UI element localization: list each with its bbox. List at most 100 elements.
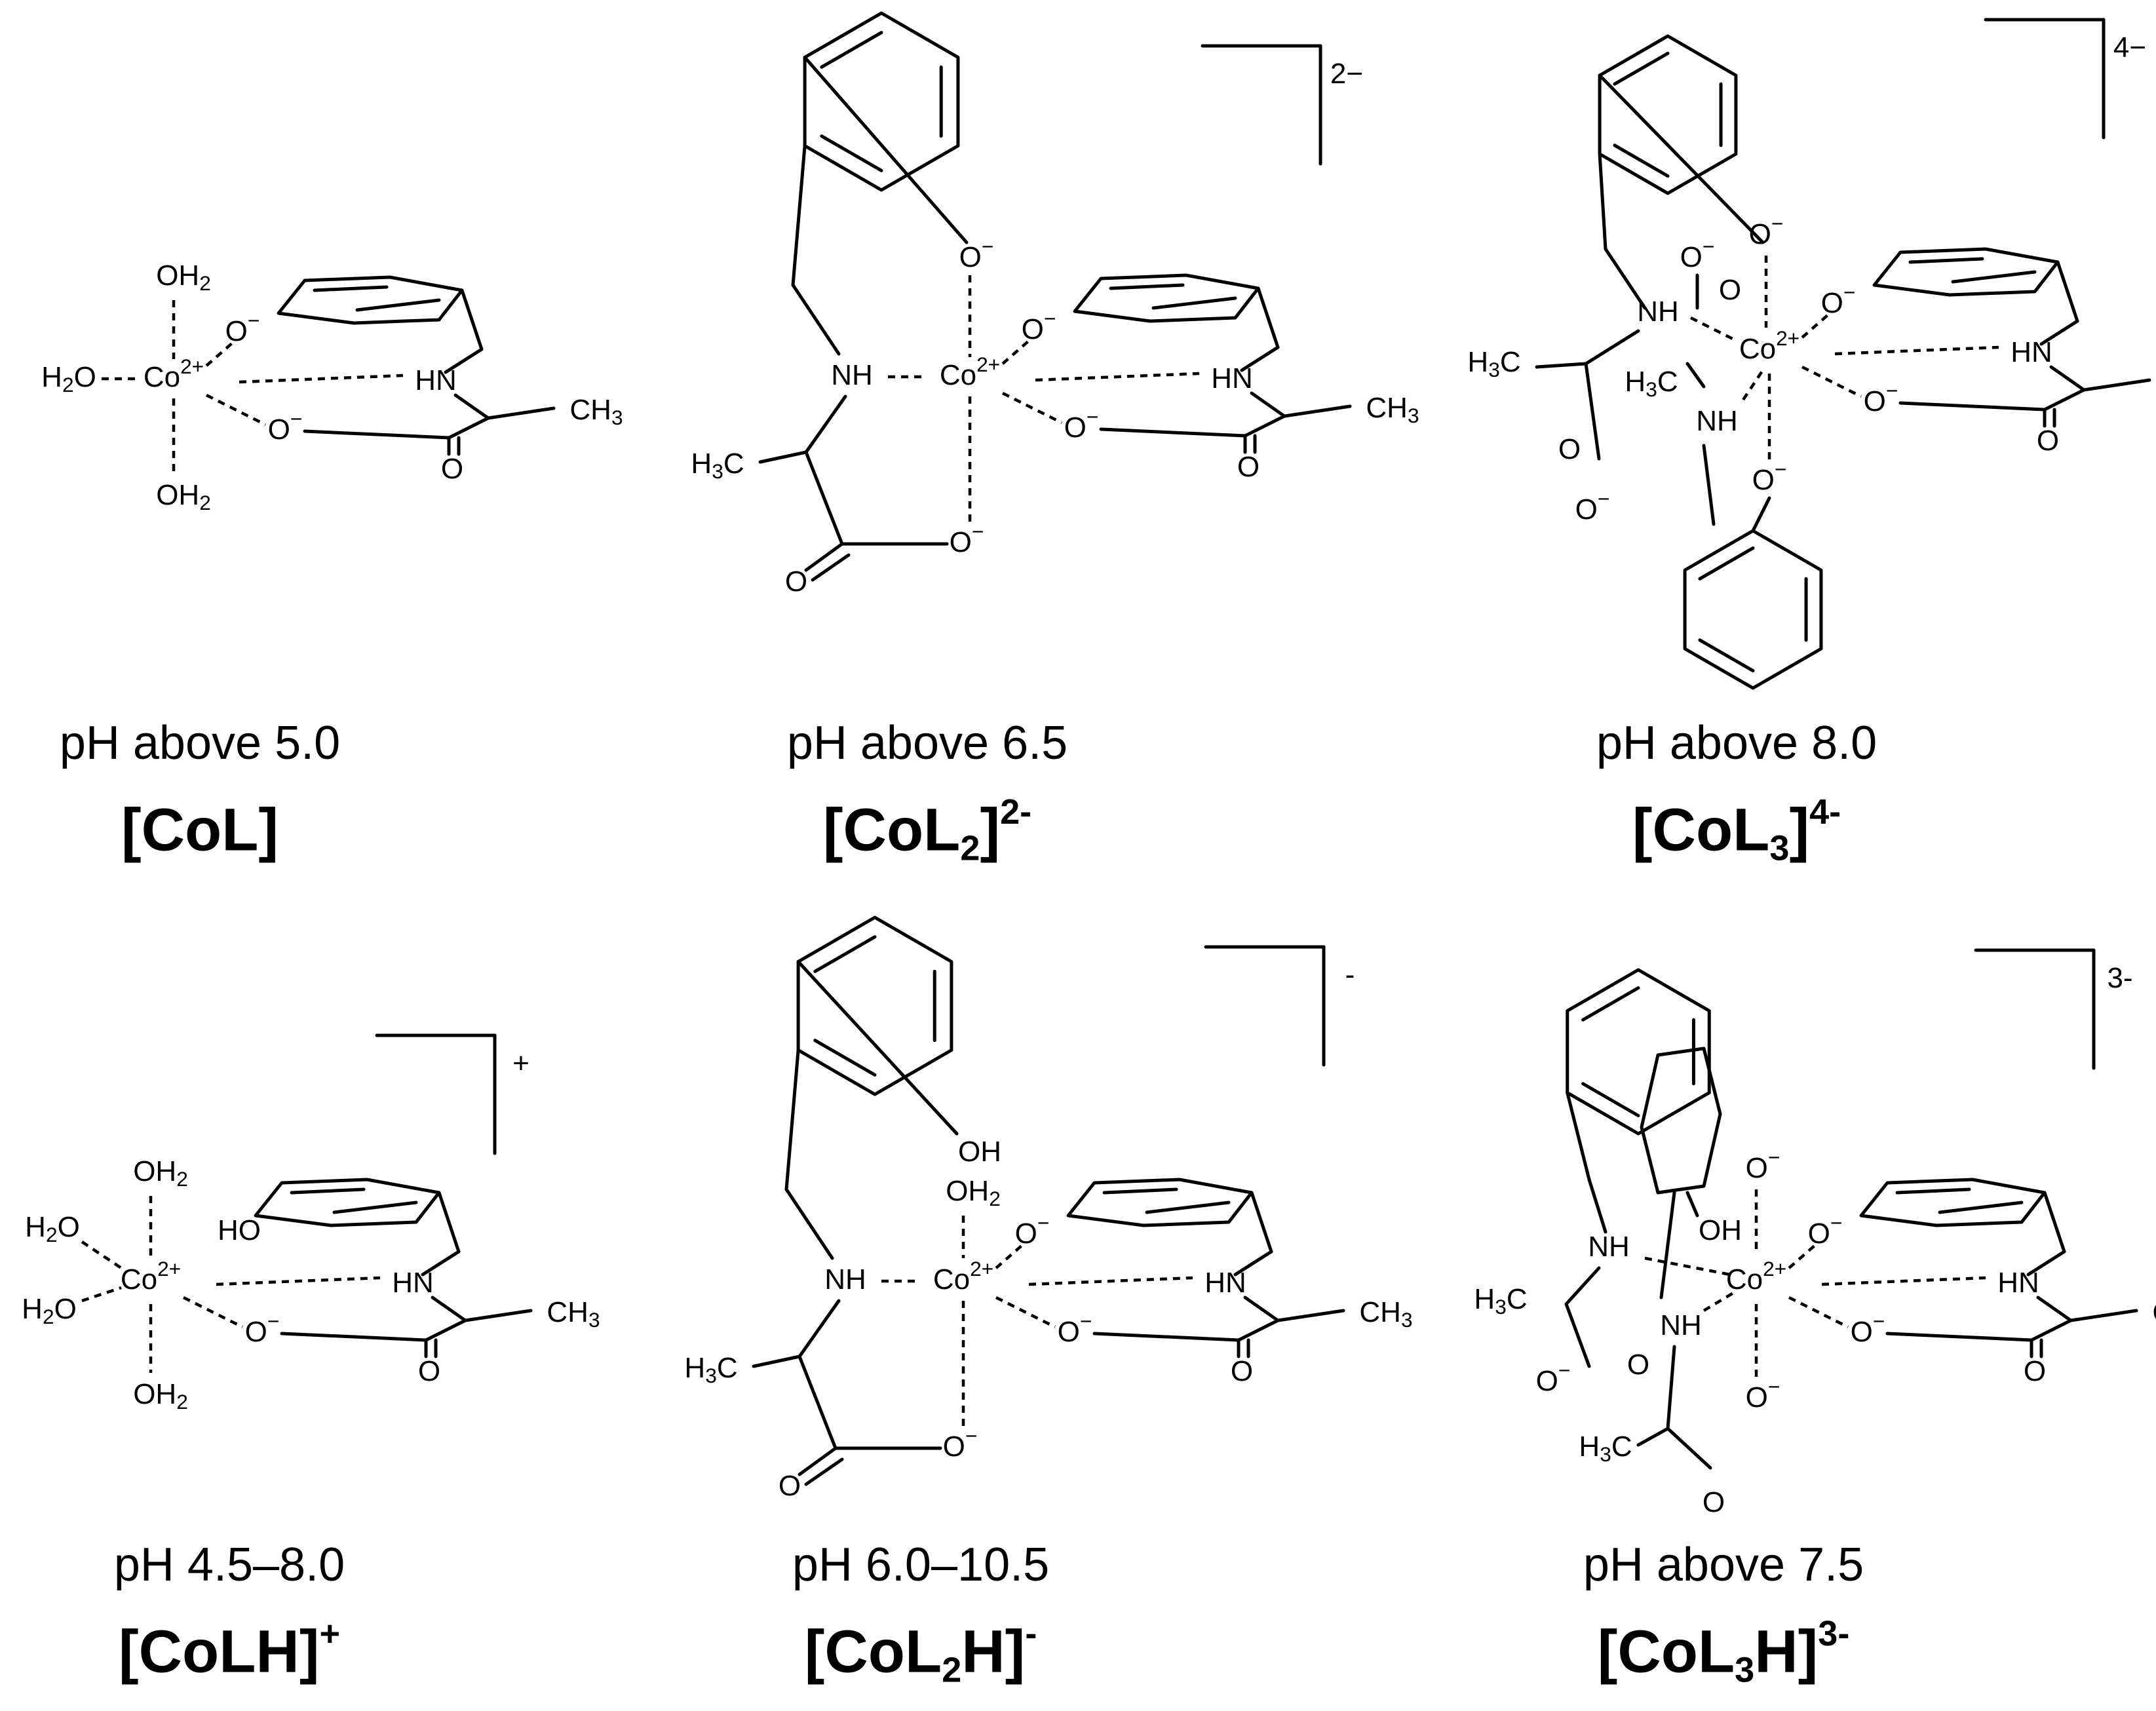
aromatic-double-bond <box>820 134 883 172</box>
ch2-nh-bond <box>444 347 484 374</box>
complex-charge: + <box>512 1047 529 1079</box>
water-ligand: OH2 <box>156 260 211 296</box>
co-n-coordination <box>216 1276 381 1286</box>
ring-oh-bond <box>796 960 959 1136</box>
upper-ring <box>1598 34 1738 195</box>
aromatic-double-bond <box>313 285 389 292</box>
carboxylate-o-label: O− <box>1575 487 1610 525</box>
complex-charge: 3- <box>2107 962 2132 994</box>
aromatic-double-bond <box>1613 51 1670 86</box>
phenoxide-label: O− <box>1749 212 1784 250</box>
caption-colh: pH 4.5–8.0 [CoLH]+ <box>0 1541 478 1688</box>
methyl-label: CH3 <box>547 1296 600 1332</box>
carbonyl-label: O <box>1237 451 1260 483</box>
calpha-carboxyl-bond <box>798 1355 837 1450</box>
ring-ch2-bond <box>791 144 807 287</box>
carboxylate-o-label: O− <box>245 1309 280 1347</box>
cobalt-center: Co2+ <box>940 353 1000 391</box>
aromatic-double-bond <box>813 1039 877 1077</box>
ring-ch2-bond <box>437 1191 461 1254</box>
calpha-methyl-bond <box>2082 378 2151 392</box>
co-water-coordination <box>81 1240 123 1269</box>
carboxylate-o-label: O− <box>943 1424 978 1462</box>
methyl-label: H3C <box>1625 366 1678 402</box>
amine-label: NH <box>1588 1231 1630 1263</box>
carboxylate-o-label: O− <box>1851 1309 1885 1347</box>
methyl-label: H3C <box>1579 1431 1632 1467</box>
n-calpha-bond <box>1243 1296 1280 1322</box>
calpha-methyl-bond <box>486 406 556 420</box>
ph-range-col2h: pH 6.0–10.5 <box>792 1539 1050 1591</box>
caption-col2h: pH 6.0–10.5 [CoL2H]- <box>672 1541 1170 1688</box>
ch2-nh-bond <box>1233 1250 1273 1277</box>
aromatic-double-bond <box>1581 1082 1640 1117</box>
co-ophenoxide-coordination <box>205 341 234 367</box>
ch2-nh-bond <box>1604 247 1647 310</box>
caption-col: pH above 5.0 [CoL] <box>0 720 449 866</box>
amine-label: HN <box>2011 336 2052 368</box>
carbonyl-label: O <box>418 1355 440 1387</box>
tilted-ring <box>1640 1047 1722 1195</box>
carbonyl-label: O <box>1703 1486 1725 1518</box>
vertical-ligand-ring <box>796 915 953 1096</box>
aromatic-double-bond <box>1951 270 2037 284</box>
methyl-label: H3C <box>691 448 744 484</box>
ring-o-bond <box>1751 496 1771 533</box>
carbonyl-bond <box>804 542 844 572</box>
carboxyl-o-bond <box>280 1332 428 1342</box>
cobalt-center: Co2+ <box>1726 1257 1786 1295</box>
calpha-carboxyl-bond <box>424 1318 467 1342</box>
ph-range-col3h: pH above 7.5 <box>1583 1539 1864 1591</box>
phenoxide-label: O− <box>1752 457 1787 495</box>
formula-col2: [CoL2]2- <box>822 792 1032 868</box>
carboxyl-o-bond <box>1099 427 1247 438</box>
aromatic-double-bond <box>1698 638 1755 673</box>
ph-range-col2: pH above 6.5 <box>786 717 1068 769</box>
calpha-methyl-bond <box>2069 1309 2138 1322</box>
n-calpha-bond <box>2036 1296 2073 1322</box>
aromatic-double-bond <box>1908 257 1984 264</box>
water-ligand: OH2 <box>946 1175 1001 1211</box>
lower-ring <box>1683 529 1823 690</box>
co-n-coordination <box>1821 1276 1986 1286</box>
vertical-ligand-ring <box>803 11 960 192</box>
co-ophenoxide-coordination <box>1788 1244 1817 1269</box>
phenoxide-label: O− <box>959 235 994 273</box>
n-calpha-bond <box>1564 1266 1601 1306</box>
phenoxide-label: O− <box>1808 1211 1843 1249</box>
aromatic-double-bond <box>820 31 883 69</box>
n-calpha-bond <box>1666 1345 1676 1431</box>
co-n-coordination <box>1834 345 1999 356</box>
caption-col3h: pH above 7.5 [CoL3H]3- <box>1474 1541 1973 1688</box>
co-n-coordination <box>1689 316 1738 343</box>
co-n-coordination <box>1742 369 1764 401</box>
ch2-nh-bond <box>421 1250 461 1277</box>
ch2-nh-bond <box>2039 319 2079 346</box>
amine-label: HN <box>392 1267 434 1299</box>
complex-charge: 2− <box>1330 58 1363 90</box>
ring-o-bond <box>1598 73 1765 244</box>
methyl-label: H3C <box>1474 1283 1527 1319</box>
ph-range-col: pH above 5.0 <box>59 717 341 769</box>
amine-label: HN <box>1204 1267 1246 1299</box>
phenoxide-label: O− <box>1821 280 1856 318</box>
calpha-bond <box>1685 362 1706 389</box>
carbonyl-label: O <box>779 1470 801 1502</box>
carbonyl-label: O <box>441 453 463 485</box>
phenol-label: HO <box>218 1214 261 1246</box>
n-calpha-bond <box>2049 365 2086 392</box>
aromatic-double-bond <box>1145 1201 1231 1214</box>
aromatic-double-bond <box>355 298 441 312</box>
aromatic-double-bond <box>813 935 877 973</box>
calpha-methyl-bond <box>463 1309 533 1322</box>
ch2-nh-bond <box>1240 345 1280 372</box>
co-n-coordination <box>1703 1290 1738 1312</box>
carbonyl-label: O <box>1627 1349 1649 1381</box>
water-ligand: OH2 <box>133 1155 188 1191</box>
calpha-methyl-bond <box>1636 1427 1670 1447</box>
carboxyl-o-bond <box>1885 1332 2033 1342</box>
amine-label: NH <box>1696 405 1738 437</box>
co-n-coordination <box>1028 1276 1193 1286</box>
n-calpha-bond <box>804 394 847 454</box>
caption-col3: pH above 8.0 [CoL3]4- <box>1488 720 1986 866</box>
